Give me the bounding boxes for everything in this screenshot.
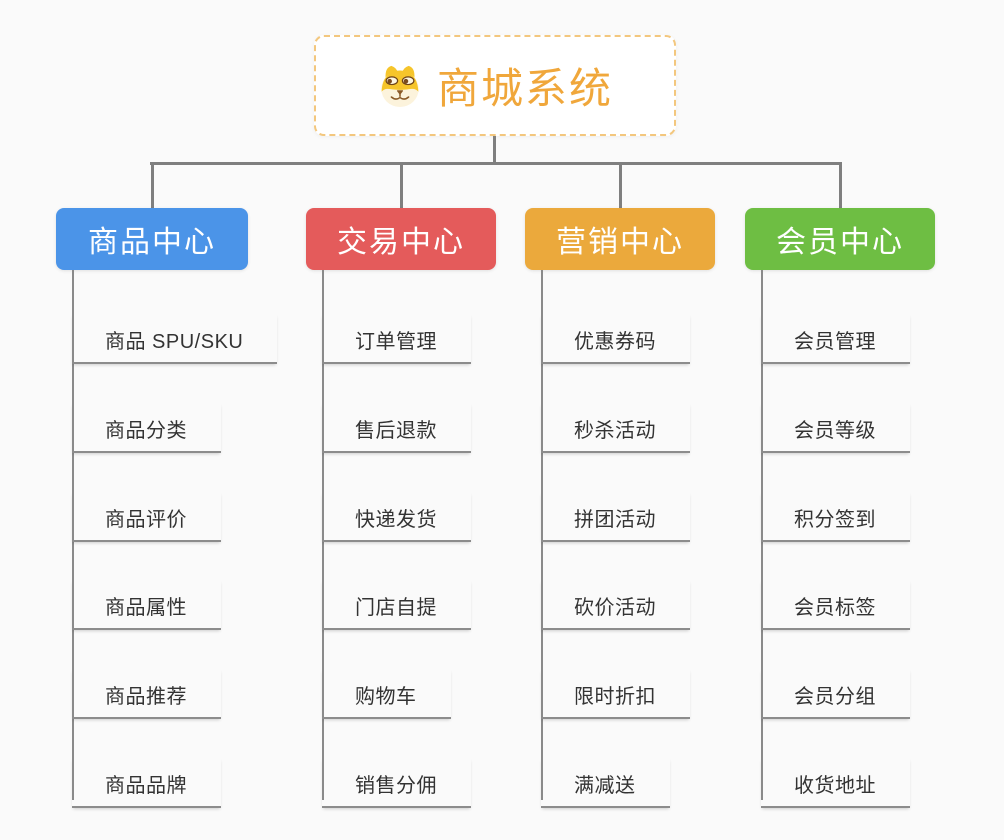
leaf-node[interactable]: 商品分类 [72,403,221,453]
leaf-node[interactable]: 商品 SPU/SKU [72,314,278,364]
leaf-label: 会员管理 [794,331,876,353]
leaf-node[interactable]: 商品推荐 [72,669,221,719]
leaf-node[interactable]: 拼团活动 [541,492,690,542]
leaf-node[interactable]: 砍价活动 [541,580,690,630]
connector-root-drop [493,136,496,165]
leaf-node[interactable]: 商品评价 [72,492,221,542]
leaf-node[interactable]: 收货地址 [761,758,910,808]
branch-node[interactable]: 会员中心 [745,208,935,270]
leaf-label: 会员标签 [794,597,876,619]
leaf-node[interactable]: 会员管理 [761,314,910,364]
leaf-label: 砍价活动 [574,597,656,619]
leaf-label: 满减送 [574,775,636,797]
leaf-label: 秒杀活动 [574,420,656,442]
leaf-label: 购物车 [355,686,417,708]
leaf-label: 商品品牌 [105,775,187,797]
leaf-node[interactable]: 购物车 [322,669,451,719]
leaf-label: 会员等级 [794,420,876,442]
leaf-node[interactable]: 满减送 [541,758,670,808]
leaf-node[interactable]: 会员分组 [761,669,910,719]
leaf-node[interactable]: 限时折扣 [541,669,690,719]
branch-label: 交易中心 [337,226,465,259]
leaf-label: 商品分类 [105,420,187,442]
connector-branch-drop [150,162,154,209]
leaf-node[interactable]: 订单管理 [322,314,471,364]
leaf-label: 销售分佣 [355,775,437,797]
branch-node[interactable]: 营销中心 [525,208,715,270]
leaf-node[interactable]: 销售分佣 [322,758,471,808]
connector-branch-drop [838,162,842,209]
root-title: 商城系统 [436,65,613,112]
leaf-node[interactable]: 售后退款 [322,403,471,453]
branch-label: 商品中心 [88,226,216,259]
leaf-node[interactable]: 积分签到 [761,492,910,542]
connector-branch-drop [399,162,403,209]
connector-bus [150,162,841,165]
leaf-label: 收货地址 [794,775,876,797]
leaf-label: 会员分组 [794,686,876,708]
leaf-label: 拼团活动 [574,509,656,531]
leaf-node[interactable]: 会员标签 [761,580,910,630]
connector-branch-drop [618,162,622,209]
leaf-label: 订单管理 [355,331,437,353]
branch-label: 营销中心 [556,226,684,259]
connector-branch-rail [541,270,543,800]
leaf-node[interactable]: 快递发货 [322,492,471,542]
leaf-label: 门店自提 [355,597,437,619]
connector-branch-rail [322,270,324,800]
leaf-label: 商品 SPU/SKU [105,331,244,353]
branch-label: 会员中心 [776,226,904,259]
leaf-label: 积分签到 [794,509,876,531]
leaf-label: 商品评价 [105,509,187,531]
leaf-node[interactable]: 门店自提 [322,580,471,630]
leaf-node[interactable]: 商品属性 [72,580,221,630]
branch-node[interactable]: 交易中心 [306,208,496,270]
doge-icon [377,64,423,108]
leaf-label: 快递发货 [355,509,437,531]
leaf-node[interactable]: 优惠券码 [541,314,690,364]
leaf-label: 商品推荐 [105,686,187,708]
leaf-node[interactable]: 秒杀活动 [541,403,690,453]
leaf-label: 限时折扣 [574,686,656,708]
connector-branch-rail [72,270,74,800]
leaf-label: 售后退款 [355,420,437,442]
leaf-node[interactable]: 会员等级 [761,403,910,453]
root-node[interactable]: 商城系统 [314,35,676,136]
leaf-label: 优惠券码 [574,331,656,353]
connector-branch-rail [761,270,763,800]
branch-node[interactable]: 商品中心 [56,208,248,270]
leaf-label: 商品属性 [105,597,187,619]
leaf-node[interactable]: 商品品牌 [72,758,221,808]
